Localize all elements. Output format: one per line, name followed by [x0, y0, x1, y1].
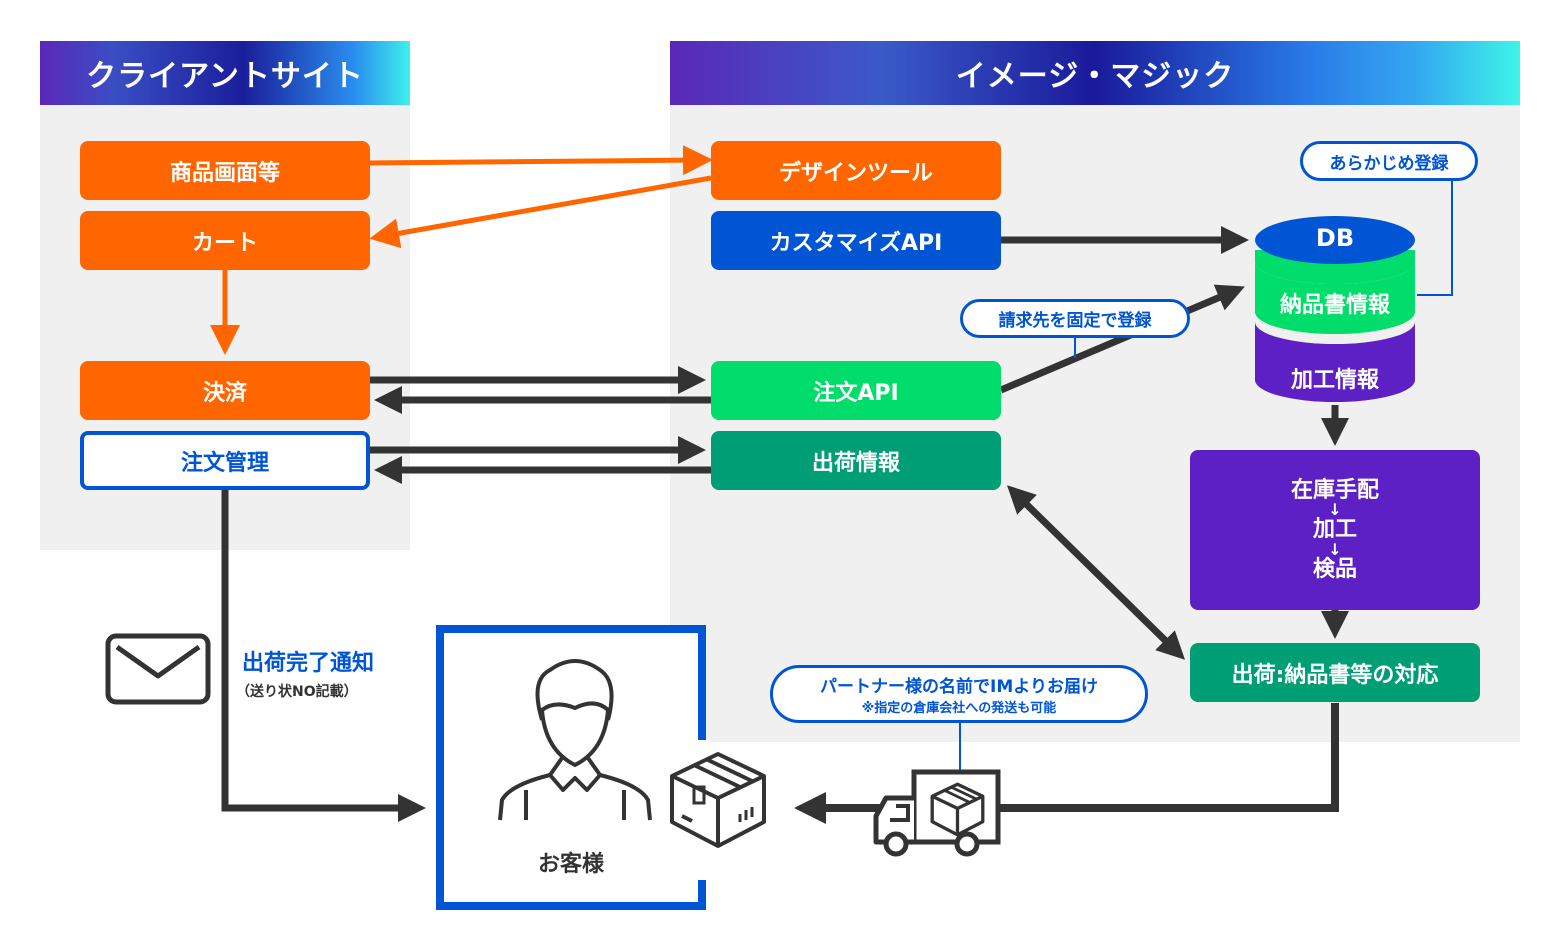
order-management-box: 注文管理: [80, 431, 370, 490]
image-magic-header: イメージ・マジック: [670, 41, 1520, 105]
step-arrow-1: ↓: [1328, 499, 1342, 519]
pre-register-text: あらかじめ登録: [1329, 153, 1449, 174]
arrow-order-mgmt-to-customer: [221, 490, 426, 822]
person-icon: [498, 659, 652, 821]
arrow-product-to-design: [369, 145, 713, 176]
pre-register-callout: あらかじめ登録: [1300, 141, 1478, 181]
partner-delivery-note: ※指定の倉庫会社への発送も可能: [861, 701, 1057, 716]
step-processing: 加工: [1312, 517, 1357, 543]
shipping-info-box: 出荷情報: [711, 431, 1001, 490]
step-stock: 在庫手配: [1290, 477, 1379, 503]
arrow-order-api-to-db: [999, 284, 1245, 394]
database-cylinder: [1255, 216, 1415, 402]
customer-box: [436, 625, 706, 910]
connector-pre-register: [1417, 180, 1453, 296]
arrow-design-to-cart: [369, 175, 712, 249]
arrow-shipping-info-bidirectional: [1007, 485, 1185, 660]
order-api-box: 注文API: [711, 361, 1001, 420]
payment-box: 決済: [80, 361, 370, 420]
step-inspection: 検品: [1312, 557, 1357, 583]
partner-delivery-text: パートナー様の名前でIMよりお届け: [820, 677, 1098, 697]
customer-label: お客様: [537, 852, 604, 877]
shipping-response-box: 出荷:納品書等の対応: [1190, 643, 1480, 702]
customize-api-box: カスタマイズAPI: [711, 211, 1001, 270]
db-delivery-note-info: 納品書情報: [1279, 293, 1390, 318]
partner-delivery-callout: パートナー様の名前でIMよりお届け ※指定の倉庫会社への発送も可能: [770, 665, 1148, 723]
billing-fixed-callout: 請求先を固定で登録: [960, 299, 1190, 338]
notification-title: 出荷完了通知: [242, 651, 375, 676]
cart-box: カート: [80, 211, 370, 270]
delivery-truck-icon: [873, 769, 1001, 857]
step-arrow-2: ↓: [1328, 539, 1342, 559]
db-title: DB: [1315, 224, 1355, 252]
notification-subtitle: （送り状NO記載）: [236, 684, 358, 700]
product-page-box: 商品画面等: [80, 141, 370, 200]
process-steps-box: 在庫手配 ↓ 加工 ↓ 検品: [1190, 450, 1480, 610]
package-icon: [670, 752, 766, 848]
design-tool-box: デザインツール: [711, 141, 1001, 200]
client-site-header: クライアントサイト: [40, 41, 410, 105]
billing-fixed-text: 請求先を固定で登録: [998, 311, 1152, 331]
db-processing-info: 加工情報: [1290, 368, 1379, 393]
mail-icon: [105, 633, 211, 705]
